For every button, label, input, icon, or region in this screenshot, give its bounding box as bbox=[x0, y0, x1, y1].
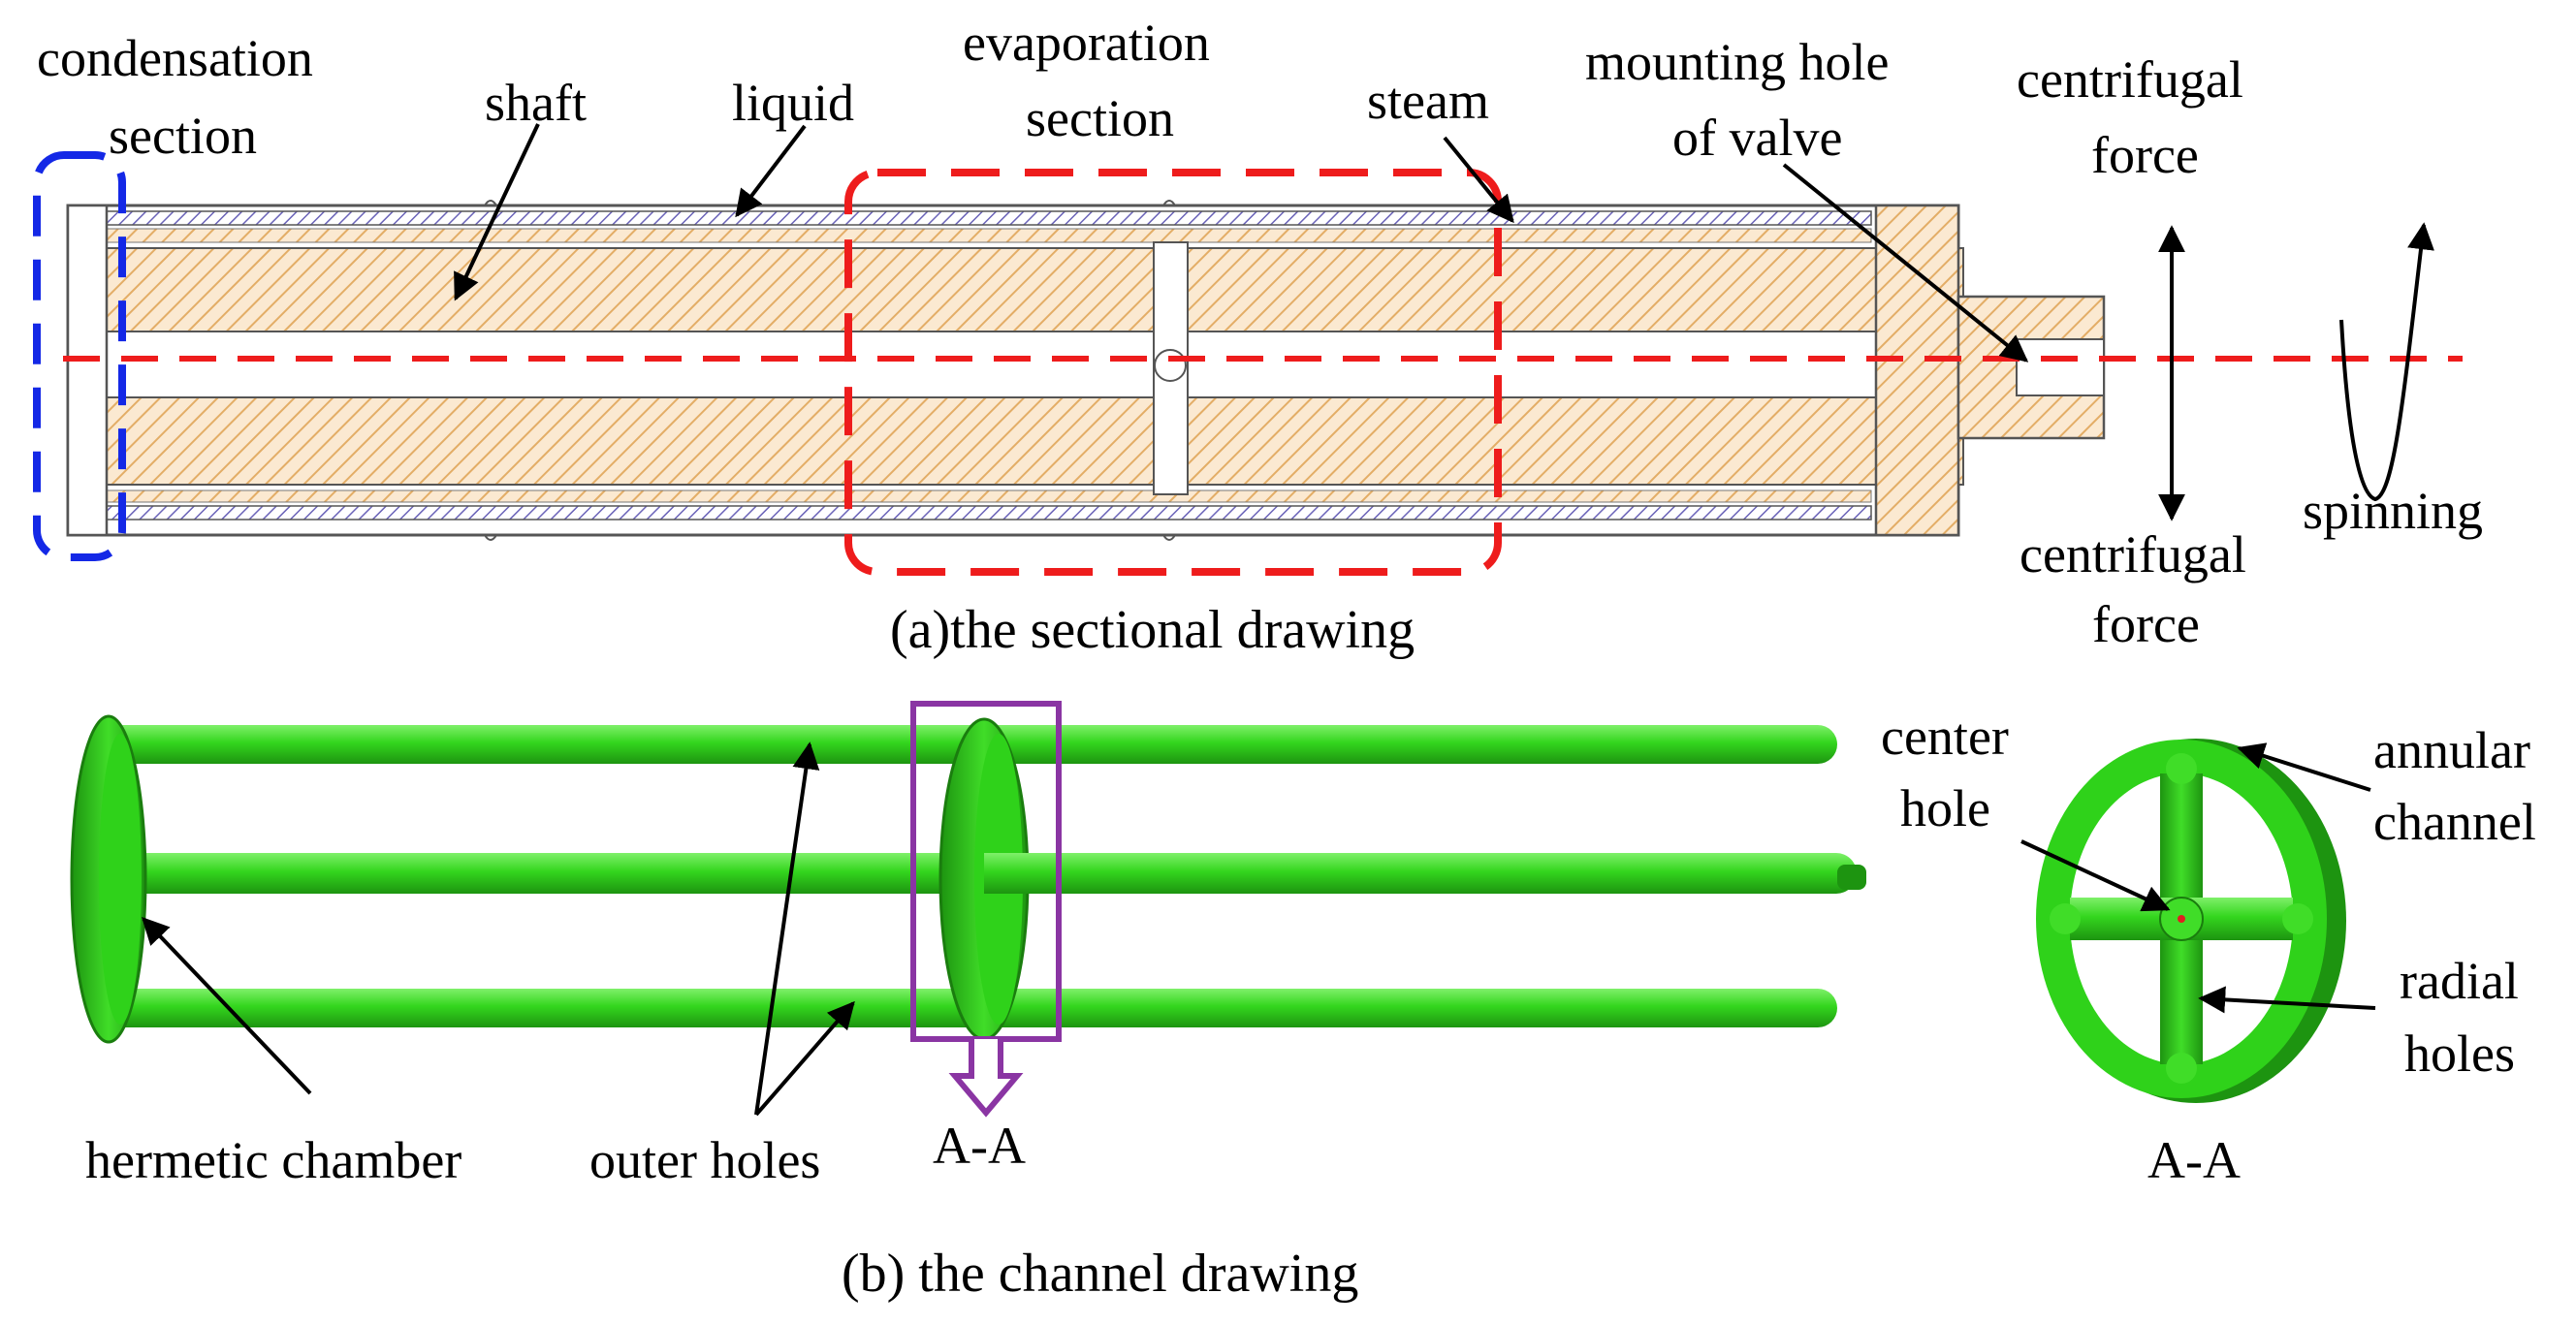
end-cap bbox=[1874, 204, 1960, 537]
label-centrifugal-bottom: centrifugal bbox=[2019, 525, 2246, 584]
label-force-bottom: force bbox=[2092, 595, 2200, 653]
label-section-mark: A-A bbox=[933, 1117, 1026, 1175]
label-liquid: liquid bbox=[732, 74, 854, 132]
shaft-hatch-upper bbox=[106, 247, 1155, 332]
label-section-view: A-A bbox=[2147, 1131, 2241, 1189]
channel-drawing: hermetic chamber outer holes A-A center … bbox=[70, 701, 2536, 1304]
label-channel: channel bbox=[2373, 793, 2536, 851]
label-mounting-hole: mounting hole bbox=[1585, 33, 1889, 91]
shaft-hatch-lower bbox=[106, 396, 1155, 486]
section-down-arrow bbox=[948, 1039, 1024, 1118]
label-evaporation: evaporation bbox=[963, 14, 1210, 72]
label-center: center bbox=[1881, 708, 2009, 766]
label-force-top: force bbox=[2091, 126, 2199, 184]
label-centrifugal-top: centrifugal bbox=[2017, 50, 2243, 109]
label-of-valve: of valve bbox=[1672, 109, 1842, 167]
label-shaft: shaft bbox=[485, 74, 587, 132]
label-evaporation-section: section bbox=[1026, 89, 1174, 147]
evaporation-section-box bbox=[844, 169, 1502, 576]
shaft-body bbox=[66, 200, 2106, 541]
label-spinning: spinning bbox=[2303, 482, 2483, 540]
label-radial: radial bbox=[2400, 952, 2519, 1010]
label-hole: hole bbox=[1900, 779, 1990, 837]
liquid-layer-bottom bbox=[86, 505, 1872, 521]
liquid-layer-top bbox=[86, 210, 1872, 226]
label-condensation: condensation bbox=[37, 29, 313, 87]
label-outer-holes: outer holes bbox=[589, 1131, 820, 1189]
center-hole-section bbox=[1154, 349, 1187, 382]
condensation-section-box bbox=[33, 151, 126, 561]
sectional-drawing: condensation section shaft liquid evapor… bbox=[33, 14, 2483, 660]
section-view-wheel bbox=[2036, 739, 2346, 1103]
label-annular: annular bbox=[2373, 721, 2530, 779]
label-condensation-section: section bbox=[109, 107, 257, 165]
label-hermetic-chamber: hermetic chamber bbox=[85, 1131, 461, 1189]
caption-sectional: (a)the sectional drawing bbox=[890, 600, 1415, 660]
label-holes: holes bbox=[2404, 1025, 2515, 1083]
caption-channel: (b) the channel drawing bbox=[842, 1244, 1358, 1304]
label-steam: steam bbox=[1367, 72, 1489, 130]
